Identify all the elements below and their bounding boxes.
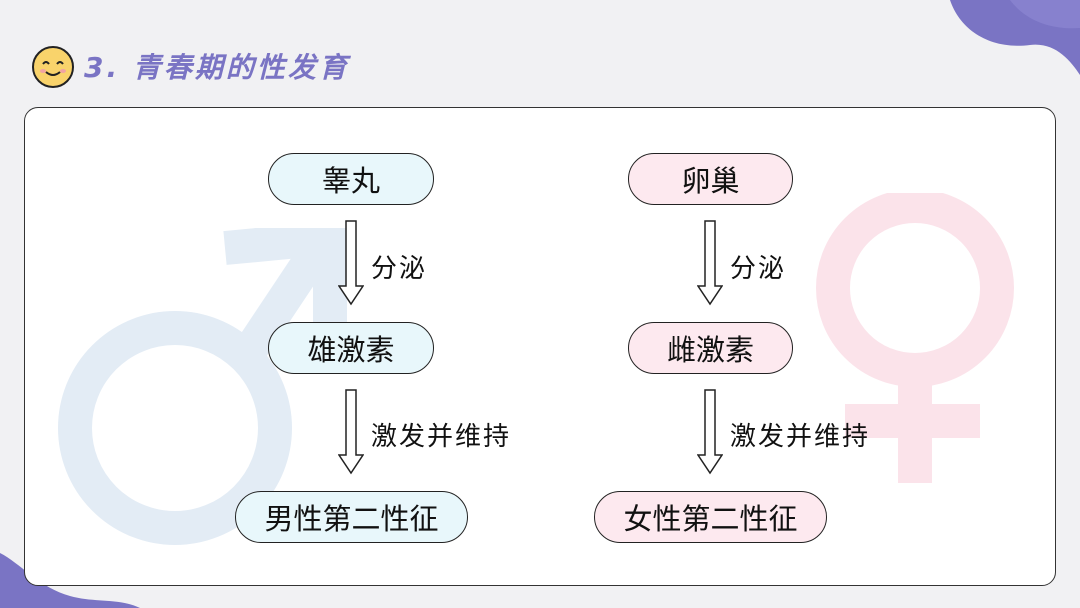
edge-label-secrete: 分泌	[730, 248, 786, 285]
node-androgen: 雄激素	[268, 322, 434, 374]
edge-label-stimulate: 激发并维持	[371, 416, 511, 453]
arrow-down-icon	[697, 220, 723, 306]
arrow-down-icon	[338, 220, 364, 306]
edge-label-stimulate: 激发并维持	[730, 416, 870, 453]
node-female-traits: 女性第二性征	[594, 491, 827, 543]
slide-title: 3. 青春期的性发育	[84, 46, 350, 86]
smiley-face-icon	[30, 44, 76, 90]
node-testis: 睾丸	[268, 153, 434, 205]
arrow-down-icon	[338, 389, 364, 475]
diagram-panel: 睾丸 分泌 雄激素 激发并维持 男性第二性征 卵巢 分泌 雌激素 激发并维持 女…	[24, 107, 1056, 586]
node-male-traits: 男性第二性征	[235, 491, 468, 543]
arrow-down-icon	[697, 389, 723, 475]
node-estrogen: 雌激素	[628, 322, 793, 374]
node-ovary: 卵巢	[628, 153, 793, 205]
top-right-blob	[950, 0, 1080, 80]
edge-label-secrete: 分泌	[371, 248, 427, 285]
